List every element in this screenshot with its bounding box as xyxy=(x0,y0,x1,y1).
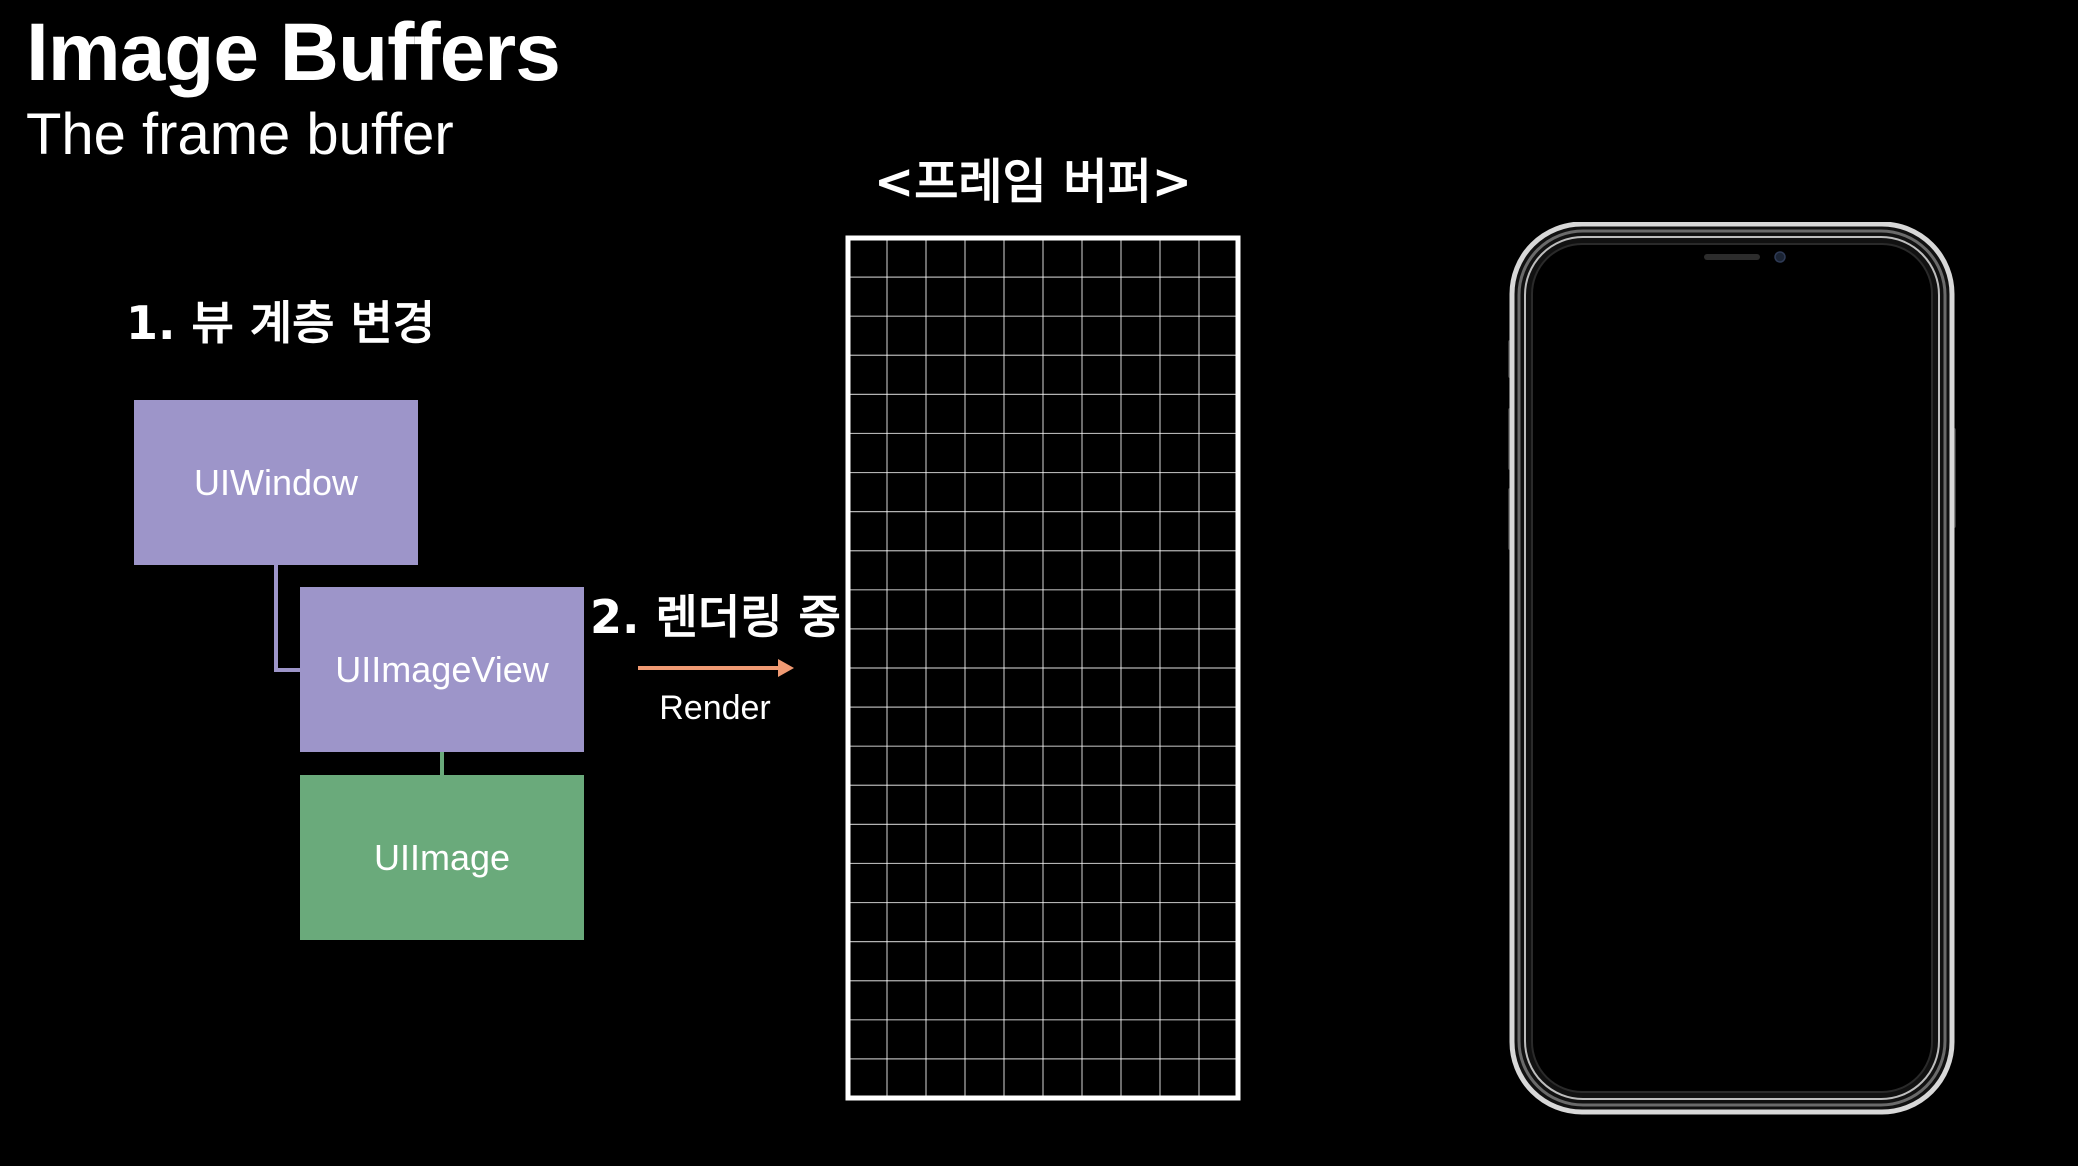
frame-buffer-border xyxy=(845,235,1241,1101)
uiimage-label: UIImage xyxy=(373,836,511,878)
render-label: Render xyxy=(659,689,771,727)
render-arrow-icon xyxy=(638,659,794,677)
slide-subtitle: The frame buffer xyxy=(26,102,454,167)
uiwindow-label: UIWindow xyxy=(193,461,359,503)
hierarchy-connector-vertical xyxy=(274,565,278,672)
uiimageview-label: UIImageView xyxy=(335,648,549,690)
uiimageview-box: UIImageView xyxy=(300,587,584,752)
hierarchy-connector-horizontal xyxy=(274,668,302,672)
slide-title: Image Buffers xyxy=(26,7,561,98)
uiimage-box: UIImage xyxy=(300,775,584,940)
frame-buffer-grid xyxy=(845,235,1241,1101)
iphone-x-icon xyxy=(1508,222,1956,1115)
uiwindow-box: UIWindow xyxy=(134,400,418,565)
imageview-image-connector xyxy=(440,752,444,775)
frame-buffer-title: <프레임 버퍼> xyxy=(874,154,1192,210)
step-2-label: 2. 렌더링 중 xyxy=(590,590,841,644)
step-1-label: 1. 뷰 계층 변경 xyxy=(126,296,436,350)
